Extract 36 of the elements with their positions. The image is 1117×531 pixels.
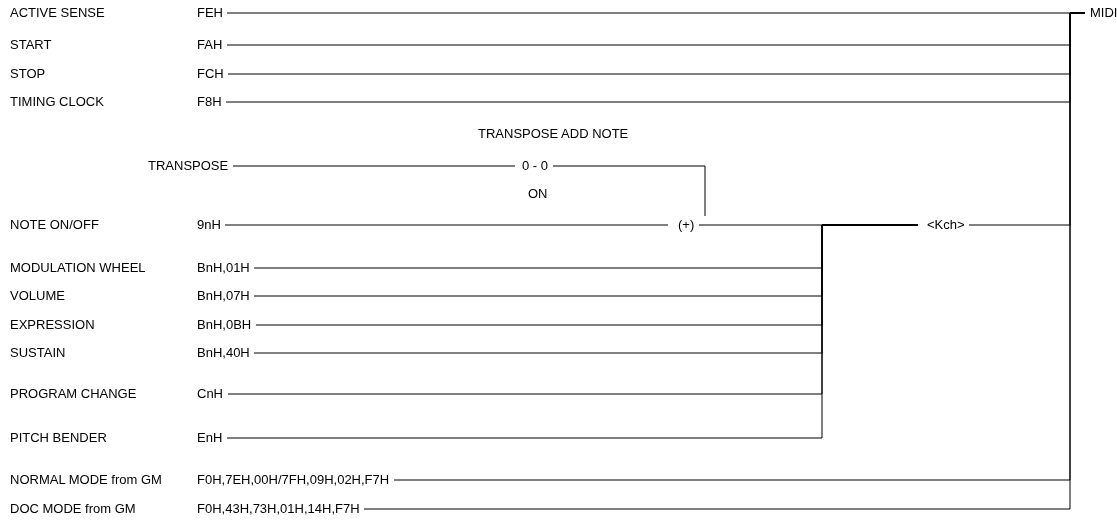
- transpose-value: 0 - 0: [522, 158, 548, 174]
- signal-name: STOP: [10, 66, 46, 82]
- signal-line: [232, 165, 516, 167]
- hex-code: BnH,0BH: [197, 317, 252, 333]
- signal-name: VOLUME: [10, 288, 65, 304]
- adder-symbol: (+): [678, 217, 695, 233]
- signal-name: START: [10, 37, 52, 53]
- signal-name: MODULATION WHEEL: [10, 260, 146, 276]
- hex-code: BnH,07H: [197, 288, 250, 304]
- signal-name: NORMAL MODE from GM: [10, 472, 162, 488]
- parameter-heading: TRANSPOSE ADD NOTE: [478, 126, 629, 142]
- hex-code: F8H: [197, 94, 222, 110]
- hex-code: F0H,7EH,00H/7FH,09H,02H,F7H: [197, 472, 390, 488]
- hex-code: BnH,40H: [197, 345, 250, 361]
- hex-code: FCH: [197, 66, 224, 82]
- output-label: MIDI: [1090, 5, 1117, 21]
- signal-name: ACTIVE SENSE: [10, 5, 105, 21]
- signal-name: NOTE ON/OFF: [10, 217, 99, 233]
- signal-name: TRANSPOSE: [148, 158, 229, 174]
- signal-name: TIMING CLOCK: [10, 94, 104, 110]
- hex-code: FEH: [197, 5, 223, 21]
- hex-code: F0H,43H,73H,01H,14H,F7H: [197, 501, 360, 517]
- hex-code: FAH: [197, 37, 223, 53]
- signal-line: [224, 224, 669, 226]
- signal-name: EXPRESSION: [10, 317, 95, 333]
- channel-label: <Kch>: [927, 217, 965, 233]
- hex-code: CnH: [197, 386, 223, 402]
- hex-code: BnH,01H: [197, 260, 250, 276]
- signal-name: DOC MODE from GM: [10, 501, 136, 517]
- hex-code: 9nH: [197, 217, 221, 233]
- signal-name: PROGRAM CHANGE: [10, 386, 137, 402]
- signal-name: SUSTAIN: [10, 345, 66, 361]
- signal-line: [552, 165, 706, 217]
- hex-code: EnH: [197, 430, 223, 446]
- signal-name: PITCH BENDER: [10, 430, 107, 446]
- state-label: ON: [528, 186, 548, 202]
